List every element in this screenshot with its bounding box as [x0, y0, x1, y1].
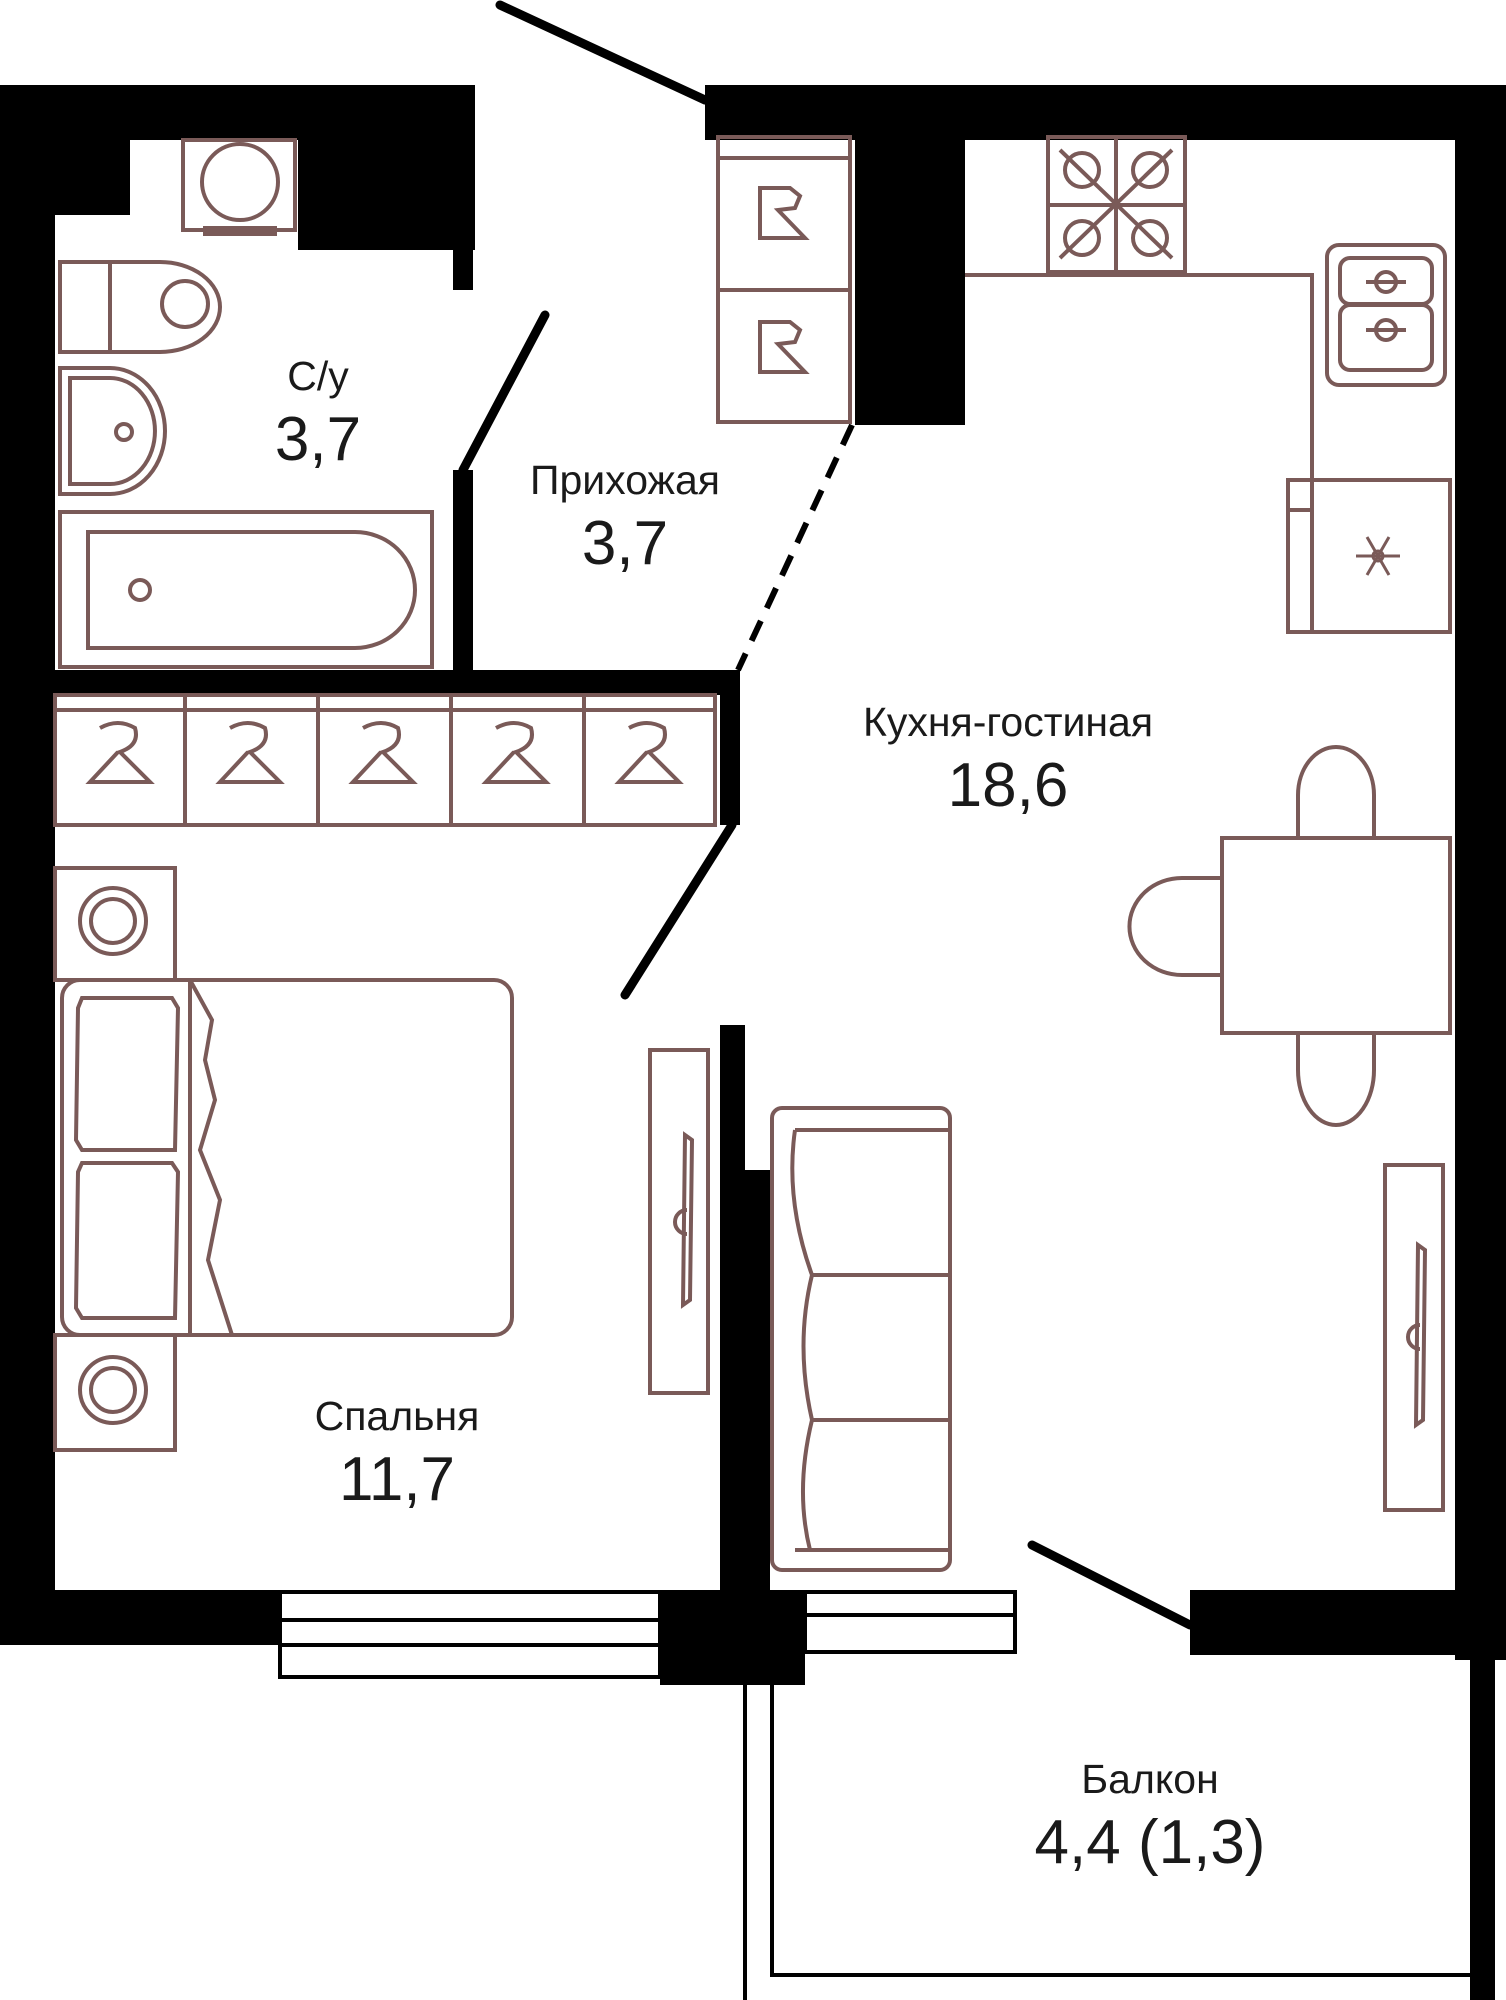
balcony-door	[1027, 1540, 1195, 1630]
room-label-bathroom: С/у 3,7	[275, 352, 361, 476]
sink-icon	[58, 366, 167, 496]
living-window	[803, 1590, 1017, 1654]
room-name: Прихожая	[530, 457, 720, 503]
stove-icon	[1046, 135, 1187, 274]
bedroom-wardrobe	[53, 693, 717, 827]
bathtub-icon	[58, 510, 434, 669]
hanger-icon	[481, 721, 551, 784]
bedroom-door	[620, 820, 737, 1000]
hanger-icon	[85, 721, 155, 784]
kitchen-sink-icon	[1325, 243, 1447, 387]
sofa-icon	[770, 1106, 952, 1572]
washing-machine-icon	[181, 138, 297, 236]
bedroom-window	[278, 1590, 662, 1679]
dining-table-icon	[1220, 836, 1452, 1035]
zone-divider	[735, 423, 855, 672]
hanger-icon	[215, 721, 285, 784]
room-label-balcony: Балкон 4,4 (1,3)	[1035, 1755, 1266, 1879]
windows	[278, 1590, 1017, 1679]
room-area: 18,6	[947, 751, 1069, 820]
hanger-icon	[758, 186, 810, 240]
room-label-hallway: Прихожая 3,7	[530, 456, 720, 580]
walls	[0, 85, 1506, 2000]
chair-icon	[1127, 876, 1222, 977]
chair-icon	[1296, 1033, 1376, 1127]
room-area: 11,7	[338, 1445, 456, 1514]
bathroom-door	[458, 310, 550, 475]
room-label-kitchen-living: Кухня-гостиная 18,6	[863, 698, 1153, 822]
hallway-wardrobe	[716, 135, 852, 424]
hanger-icon	[348, 721, 418, 784]
room-label-bedroom: Спальня 11,7	[315, 1392, 480, 1516]
hanger-icon	[758, 320, 810, 374]
fridge-icon	[1286, 478, 1452, 634]
furniture	[53, 135, 1452, 1572]
room-name: Кухня-гостиная	[862, 699, 1154, 745]
room-area: 3,7	[581, 509, 669, 578]
doors	[458, 0, 1195, 1630]
bed-icon	[60, 978, 514, 1337]
room-name: С/у	[287, 353, 349, 399]
tv-icon	[648, 1048, 710, 1395]
toilet-icon	[58, 260, 222, 354]
chair-icon	[1296, 745, 1376, 838]
room-name: Спальня	[314, 1393, 480, 1439]
room-area: 3,7	[274, 405, 362, 474]
nightstand-icon	[53, 1333, 177, 1452]
hanger-icon	[614, 721, 684, 784]
tv-icon	[1383, 1163, 1445, 1512]
balcony-outline	[743, 1685, 1470, 2000]
room-area: 4,4 (1,3)	[1034, 1808, 1266, 1877]
entrance-door	[495, 0, 710, 105]
room-name: Балкон	[1081, 1756, 1219, 1802]
nightstand-icon	[53, 866, 177, 982]
kitchen-counter	[965, 273, 1314, 480]
